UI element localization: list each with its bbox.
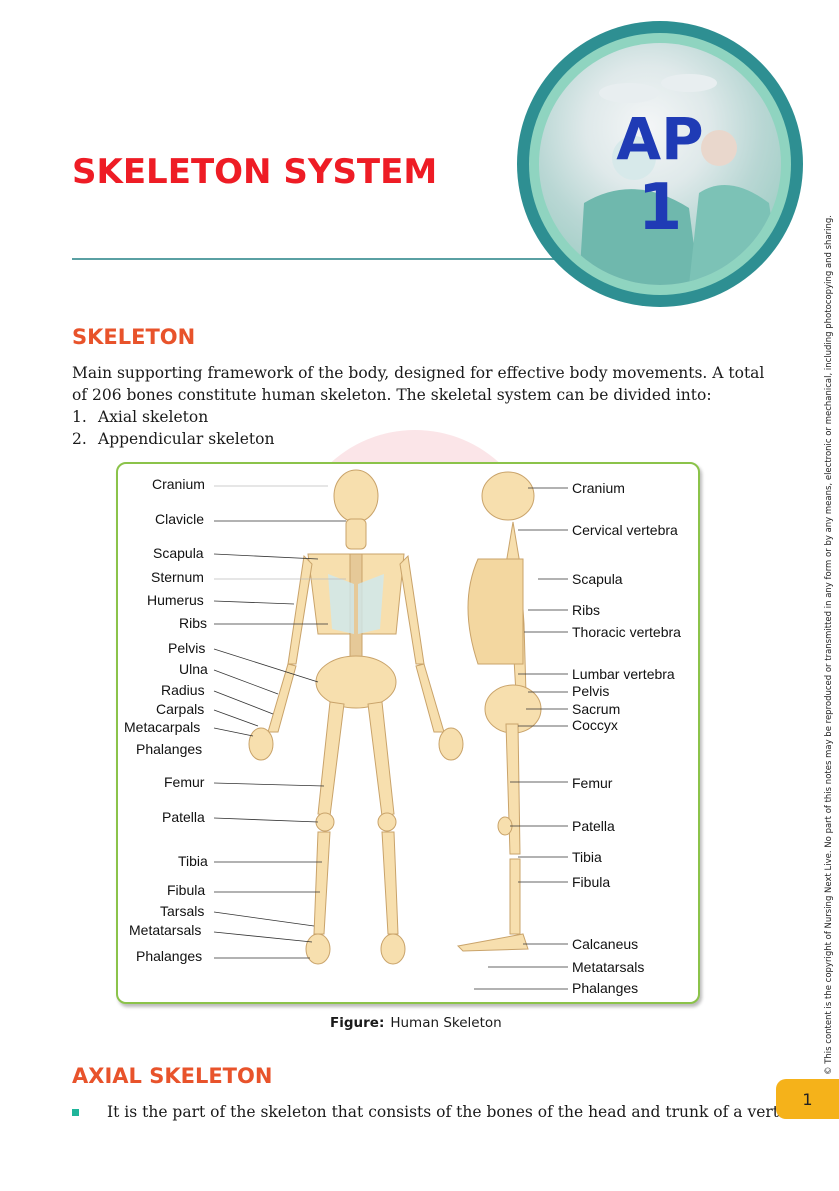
fig-label-femur: Femur [164,774,205,790]
fig-label-clavicle: Clavicle [155,511,205,527]
section-heading-skeleton: SKELETON [72,325,196,349]
fig-label-phalanges-hand: Phalanges [136,741,203,757]
page-title: SKELETON SYSTEM [72,152,438,192]
bullet-text: It is the part of the skeleton that cons… [107,1103,836,1121]
fig-label-sacrum: Sacrum [572,701,621,717]
list-item: 2.Appendicular skeleton [72,430,275,448]
fig-label-patella: Patella [162,809,205,825]
fig-label-pelvis: Pelvis [168,640,206,656]
fig-label-coccyx: Coccyx [572,717,618,733]
fig-label-lumbar-vertebra: Lumbar vertebra [572,666,675,682]
bullet-square-icon [72,1108,79,1116]
fig-label-fibula-side: Fibula [572,874,611,890]
division-list: 1.Axial skeleton 2.Appendicular skeleton [72,406,274,450]
fig-label-patella-side: Patella [572,818,615,834]
skeleton-figure: Cranium Clavicle Scapula Sternum Humerus… [116,462,700,1004]
fig-label-metacarpals: Metacarpals [124,719,201,735]
caption-label: Figure: [330,1015,385,1031]
fig-label-calcaneus: Calcaneus [572,936,639,952]
fig-label-carpals: Carpals [156,701,205,717]
fig-label-thoracic-vertebra: Thoracic vertebra [572,624,681,640]
fig-label-ribs-side: Ribs [572,602,601,618]
fig-label-pelvis-side: Pelvis [572,683,610,699]
fig-label-femur-side: Femur [572,775,613,791]
fig-label-phalanges-foot: Phalanges [136,948,203,964]
fig-label-scapula-side: Scapula [572,571,623,587]
badge-number: 1 [637,171,683,245]
chapter-badge: AP 1 [517,21,803,307]
fig-label-cranium-side: Cranium [572,480,625,496]
fig-label-tarsals: Tarsals [160,903,205,919]
bullet-item: It is the part of the skeleton that cons… [72,1103,835,1121]
list-item: 1.Axial skeleton [72,408,209,426]
fig-label-humerus: Humerus [147,592,204,608]
fig-label-sternum: Sternum [151,569,204,585]
page-number: 1 [776,1079,839,1119]
skeleton-illustration [213,469,568,990]
copyright-note: © This content is the copyright of Nursi… [824,215,834,1075]
surgery-photo-illustration [579,74,781,285]
badge-photo: AP 1 [539,43,781,285]
intro-paragraph: Main supporting framework of the body, d… [72,364,765,404]
section-heading-axial: AXIAL SKELETON [72,1064,273,1088]
fig-label-fibula: Fibula [167,882,206,898]
fig-label-ribs: Ribs [179,615,208,631]
figure-caption: Figure: Human Skeleton [330,1015,502,1031]
title-divider [72,258,562,260]
caption-text: Human Skeleton [390,1015,502,1031]
fig-label-radius: Radius [161,682,205,698]
fig-label-metatarsals: Metatarsals [129,922,202,938]
fig-label-phalanges-side: Phalanges [572,980,639,996]
fig-label-scapula: Scapula [153,545,204,561]
fig-label-tibia-side: Tibia [572,849,602,865]
fig-label-cervical-vertebra: Cervical vertebra [572,522,678,538]
badge-ap-text: AP [616,105,704,173]
fig-label-ulna: Ulna [179,661,208,677]
fig-label-cranium: Cranium [152,476,205,492]
fig-label-metatarsals-side: Metatarsals [572,959,645,975]
fig-label-tibia: Tibia [178,853,208,869]
